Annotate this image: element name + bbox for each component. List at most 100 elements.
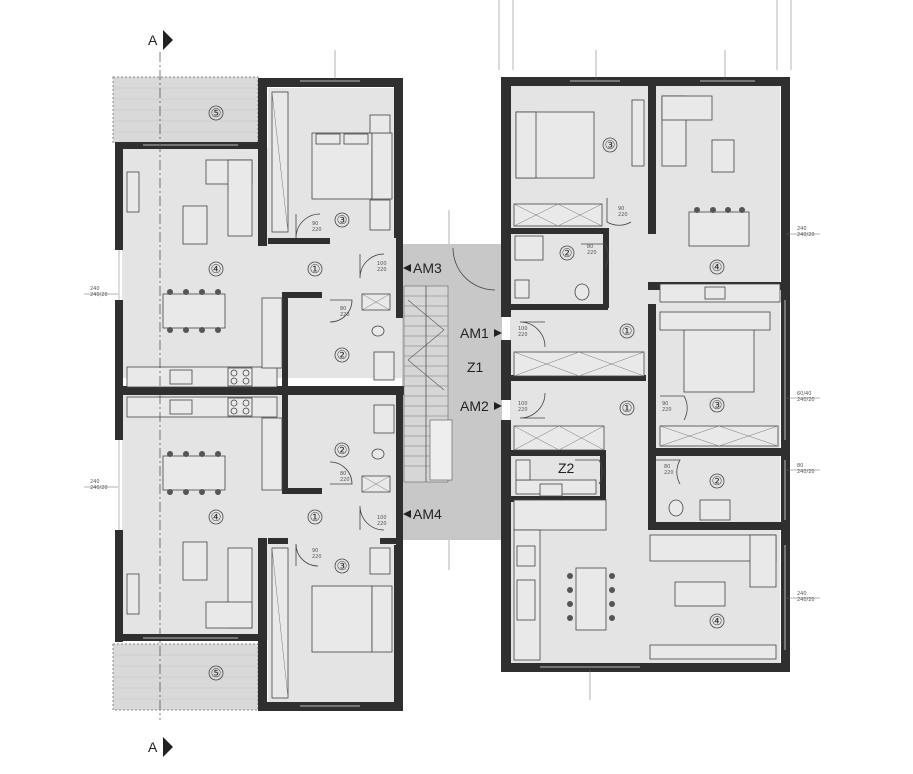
entry-am3: AM3 xyxy=(403,260,442,276)
svg-text:100: 100 xyxy=(518,401,528,407)
svg-text:③: ③ xyxy=(712,398,723,412)
svg-text:②: ② xyxy=(712,474,723,488)
svg-text:①: ① xyxy=(310,262,321,276)
section-label: A xyxy=(148,32,158,48)
svg-text:220: 220 xyxy=(518,332,528,338)
apartment-label: AM3 xyxy=(413,260,442,276)
door-swings xyxy=(295,198,688,567)
svg-text:240/20: 240/20 xyxy=(797,232,815,238)
room-number-2: ② xyxy=(334,442,350,458)
svg-text:①: ① xyxy=(622,324,633,338)
svg-text:③: ③ xyxy=(605,138,616,152)
furniture-left xyxy=(126,91,395,699)
svg-text:220: 220 xyxy=(618,212,628,218)
stair-label-z1: Z1 xyxy=(467,359,484,375)
room-number-1: ① xyxy=(619,400,635,416)
svg-text:90: 90 xyxy=(312,221,318,227)
svg-text:240/20: 240/20 xyxy=(90,292,108,298)
room-number-4: ④ xyxy=(208,261,224,277)
svg-text:④: ④ xyxy=(712,260,723,274)
room-number-3: ③ xyxy=(709,397,725,413)
svg-text:80: 80 xyxy=(340,306,346,312)
svg-text:220: 220 xyxy=(662,407,672,413)
svg-text:220: 220 xyxy=(312,227,322,233)
svg-text:80: 80 xyxy=(340,471,346,477)
dimension-lines xyxy=(84,50,820,700)
apartment-label: AM2 xyxy=(460,398,489,414)
room-number-4: ④ xyxy=(208,509,224,525)
room-number-4: ④ xyxy=(709,259,725,275)
apartment-label: AM4 xyxy=(413,506,442,522)
entry-am4: AM4 xyxy=(403,506,442,522)
room-number-2: ② xyxy=(334,347,350,363)
room-numbers: ⑤ ③ ④ ① ② ② ④ ① ③ ⑤ ③ ② ④ ① ① ③ ② ④ xyxy=(208,105,725,681)
svg-text:220: 220 xyxy=(340,477,350,483)
svg-text:220: 220 xyxy=(587,250,597,256)
svg-text:80: 80 xyxy=(797,463,803,469)
svg-text:240: 240 xyxy=(797,226,807,232)
entry-am2: AM2 xyxy=(460,398,502,414)
svg-text:①: ① xyxy=(310,510,321,524)
furniture-right xyxy=(513,95,781,661)
svg-text:220: 220 xyxy=(312,554,322,560)
svg-text:80: 80 xyxy=(587,244,593,250)
room-number-3: ③ xyxy=(602,137,618,153)
apartment-label: AM1 xyxy=(460,325,489,341)
entry-am1: AM1 xyxy=(460,325,502,341)
balcony-top-left xyxy=(112,76,259,144)
svg-text:⑤: ⑤ xyxy=(211,666,222,680)
svg-text:100: 100 xyxy=(518,326,528,332)
room-number-3: ③ xyxy=(334,212,350,228)
svg-text:240/20: 240/20 xyxy=(797,397,815,403)
room-number-2: ② xyxy=(559,245,575,261)
windows xyxy=(118,80,786,707)
section-marker-bottom: A xyxy=(148,737,173,757)
room-number-3: ③ xyxy=(334,558,350,574)
svg-text:100: 100 xyxy=(377,515,387,521)
room-number-5: ⑤ xyxy=(208,665,224,681)
svg-text:②: ② xyxy=(337,443,348,457)
room-number-5: ⑤ xyxy=(208,105,224,121)
svg-text:240: 240 xyxy=(90,286,100,292)
svg-text:240/20: 240/20 xyxy=(797,469,815,475)
svg-text:③: ③ xyxy=(337,213,348,227)
svg-text:②: ② xyxy=(337,348,348,362)
svg-text:④: ④ xyxy=(211,510,222,524)
section-marker-top: A xyxy=(148,30,173,50)
svg-text:①: ① xyxy=(622,401,633,415)
room-number-4: ④ xyxy=(709,613,725,629)
svg-text:240/20: 240/20 xyxy=(90,485,108,491)
svg-text:240: 240 xyxy=(90,479,100,485)
svg-text:220: 220 xyxy=(664,470,674,476)
svg-text:100: 100 xyxy=(377,261,387,267)
svg-text:220: 220 xyxy=(340,312,350,318)
svg-text:220: 220 xyxy=(377,267,387,273)
svg-text:④: ④ xyxy=(211,262,222,276)
staircase xyxy=(403,285,453,483)
section-label: A xyxy=(148,739,158,755)
room-number-2: ② xyxy=(709,473,725,489)
svg-text:220: 220 xyxy=(518,407,528,413)
svg-text:240/20: 240/20 xyxy=(797,597,815,603)
upper-outline xyxy=(498,0,792,70)
svg-text:②: ② xyxy=(562,246,573,260)
svg-text:60/40: 60/40 xyxy=(797,391,811,397)
svg-text:240: 240 xyxy=(797,591,807,597)
